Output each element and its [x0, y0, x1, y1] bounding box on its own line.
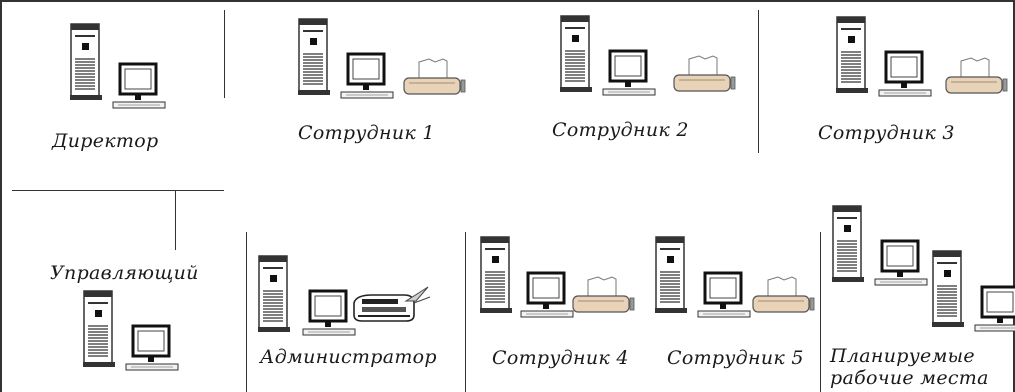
- partition-director-manager: [12, 190, 224, 191]
- pc-tower-icon: [560, 15, 592, 92]
- monitor-icon: [974, 285, 1015, 332]
- monitor-icon: [125, 324, 179, 371]
- monitor-icon: [602, 49, 656, 96]
- partition-manager-administrator: [246, 232, 247, 392]
- plan-border-left: [0, 0, 2, 392]
- label-planned-line2: рабочие места: [830, 367, 989, 389]
- pc-tower-icon: [480, 236, 512, 313]
- partition-employee2-employee3: [758, 10, 759, 153]
- pc-tower-icon: [83, 290, 115, 367]
- pc-tower-icon: [655, 236, 687, 313]
- monitor-icon: [874, 239, 928, 286]
- partition-administrator-employee4: [465, 232, 466, 392]
- label-employee-4: Сотрудник 4: [492, 347, 629, 369]
- label-director: Директор: [52, 130, 159, 152]
- pc-tower-icon: [836, 16, 868, 93]
- partition-manager-stub: [175, 190, 176, 250]
- pc-tower-icon: [258, 255, 290, 332]
- pc-tower-icon: [832, 205, 864, 282]
- pc-tower-icon: [932, 250, 964, 327]
- monitor-icon: [697, 271, 751, 318]
- monitor-icon: [878, 50, 932, 97]
- monitor-icon: [340, 52, 394, 99]
- label-planned-workplaces: Планируемые рабочие места: [830, 345, 1015, 389]
- monitor-icon: [112, 62, 166, 109]
- dot-matrix-printer-icon: [572, 276, 635, 313]
- dot-matrix-printer-icon: [752, 276, 815, 313]
- monitor-icon: [520, 271, 574, 318]
- plan-border-top: [0, 0, 1015, 2]
- fax-machine-icon: [353, 286, 431, 322]
- partition-director-employee1: [224, 10, 225, 98]
- monitor-icon: [302, 289, 356, 336]
- label-manager: Управляющий: [50, 262, 199, 284]
- dot-matrix-printer-icon: [945, 57, 1008, 94]
- label-employee-1: Сотрудник 1: [298, 122, 435, 144]
- label-employee-5: Сотрудник 5: [667, 347, 804, 369]
- label-employee-3: Сотрудник 3: [818, 122, 955, 144]
- label-employee-2: Сотрудник 2: [552, 119, 689, 141]
- dot-matrix-printer-icon: [403, 58, 466, 95]
- pc-tower-icon: [298, 18, 330, 95]
- label-administrator: Администратор: [260, 346, 437, 368]
- dot-matrix-printer-icon: [673, 55, 736, 92]
- partition-employee5-planned: [820, 232, 821, 392]
- label-planned-line1: Планируемые: [830, 345, 975, 367]
- pc-tower-icon: [70, 23, 102, 100]
- plan-border-right: [1013, 0, 1015, 392]
